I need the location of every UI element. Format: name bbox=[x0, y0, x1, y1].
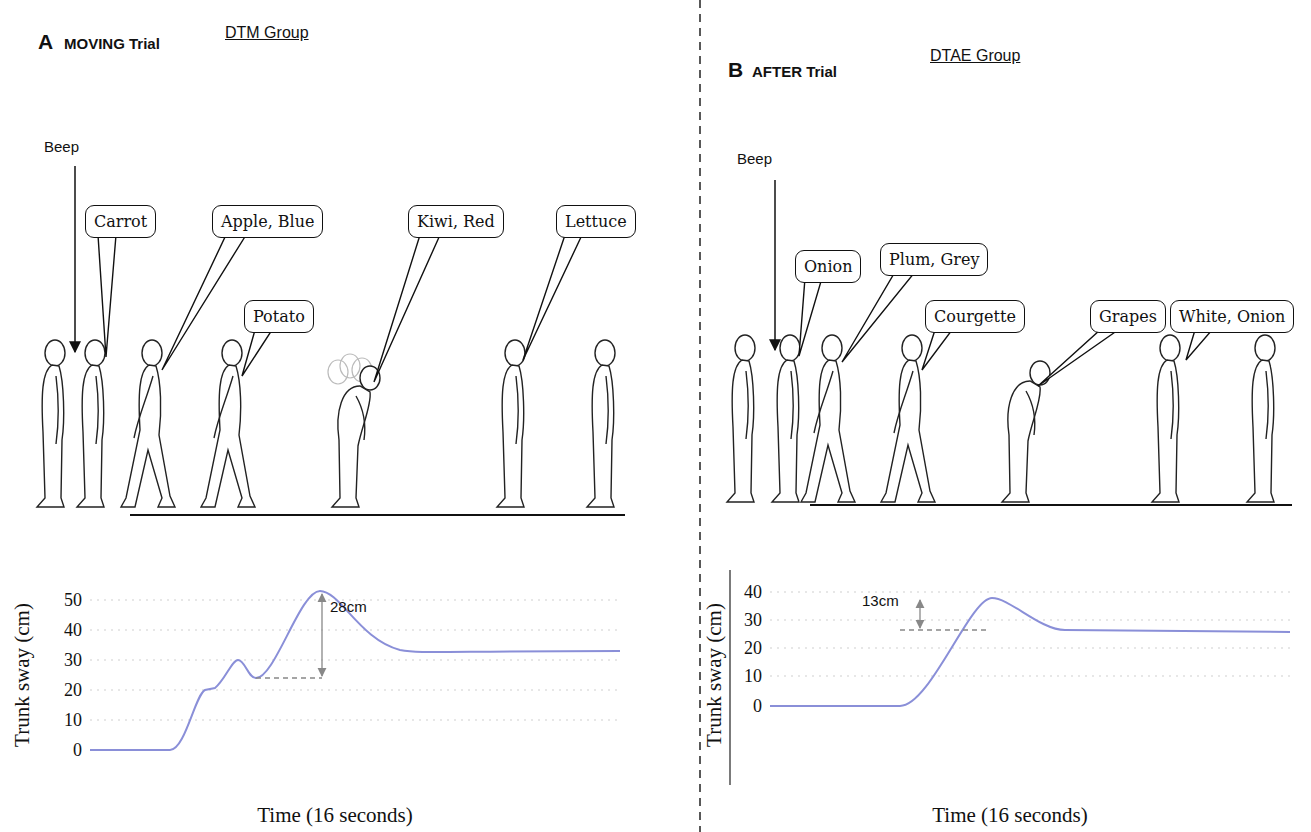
tick-label: 0 bbox=[73, 740, 82, 761]
bubble-text: Potato bbox=[253, 307, 305, 326]
group-name: DTAE Group bbox=[930, 47, 1020, 65]
tick-label: 40 bbox=[744, 582, 762, 603]
event-label: Beep bbox=[737, 150, 772, 167]
speech-bubble: Courgette bbox=[925, 300, 1025, 333]
axis-title: Time (16 seconds) bbox=[932, 803, 1088, 828]
bubble-text: Onion bbox=[804, 257, 852, 276]
bubble-text: Carrot bbox=[94, 212, 147, 231]
tick-label: 20 bbox=[744, 638, 762, 659]
tick-label: 10 bbox=[64, 710, 82, 731]
event-label: Beep bbox=[44, 138, 79, 155]
dimension-label: 13cm bbox=[862, 592, 899, 609]
tick-label: 50 bbox=[64, 590, 82, 611]
tick-label: 30 bbox=[744, 610, 762, 631]
speech-bubble: White, Onion bbox=[1170, 300, 1294, 333]
tick-label: 0 bbox=[753, 696, 762, 717]
speech-bubble: Potato bbox=[244, 300, 314, 333]
panel-letter: B bbox=[728, 58, 743, 82]
speech-bubble: Carrot bbox=[85, 205, 156, 238]
bubble-text: Plum, Grey bbox=[889, 250, 979, 269]
bubble-text: Apple, Blue bbox=[221, 212, 314, 231]
speech-bubble: Lettuce bbox=[556, 205, 636, 238]
dimension-label: 28cm bbox=[330, 598, 367, 615]
tick-label: 40 bbox=[64, 620, 82, 641]
panel-letter: A bbox=[38, 30, 53, 54]
axis-title: Trunk sway (cm) bbox=[702, 603, 727, 747]
tick-label: 10 bbox=[744, 666, 762, 687]
tick-label: 20 bbox=[64, 680, 82, 701]
bubble-text: White, Onion bbox=[1179, 307, 1285, 326]
speech-bubble: Grapes bbox=[1090, 300, 1166, 333]
panel-title: AFTER Trial bbox=[752, 63, 837, 80]
axis-title: Time (16 seconds) bbox=[257, 803, 413, 828]
bubble-text: Courgette bbox=[934, 307, 1016, 326]
axis-title: Trunk sway (cm) bbox=[10, 603, 35, 747]
bubble-text: Grapes bbox=[1099, 307, 1157, 326]
speech-bubble: Apple, Blue bbox=[212, 205, 323, 238]
bubble-text: Lettuce bbox=[565, 212, 627, 231]
speech-bubble: Kiwi, Red bbox=[408, 205, 504, 238]
panel-title: MOVING Trial bbox=[64, 35, 160, 52]
tick-label: 30 bbox=[64, 650, 82, 671]
speech-bubble: Onion bbox=[795, 250, 861, 283]
group-name: DTM Group bbox=[225, 24, 309, 42]
bubble-text: Kiwi, Red bbox=[417, 212, 495, 231]
speech-bubble: Plum, Grey bbox=[880, 243, 988, 276]
